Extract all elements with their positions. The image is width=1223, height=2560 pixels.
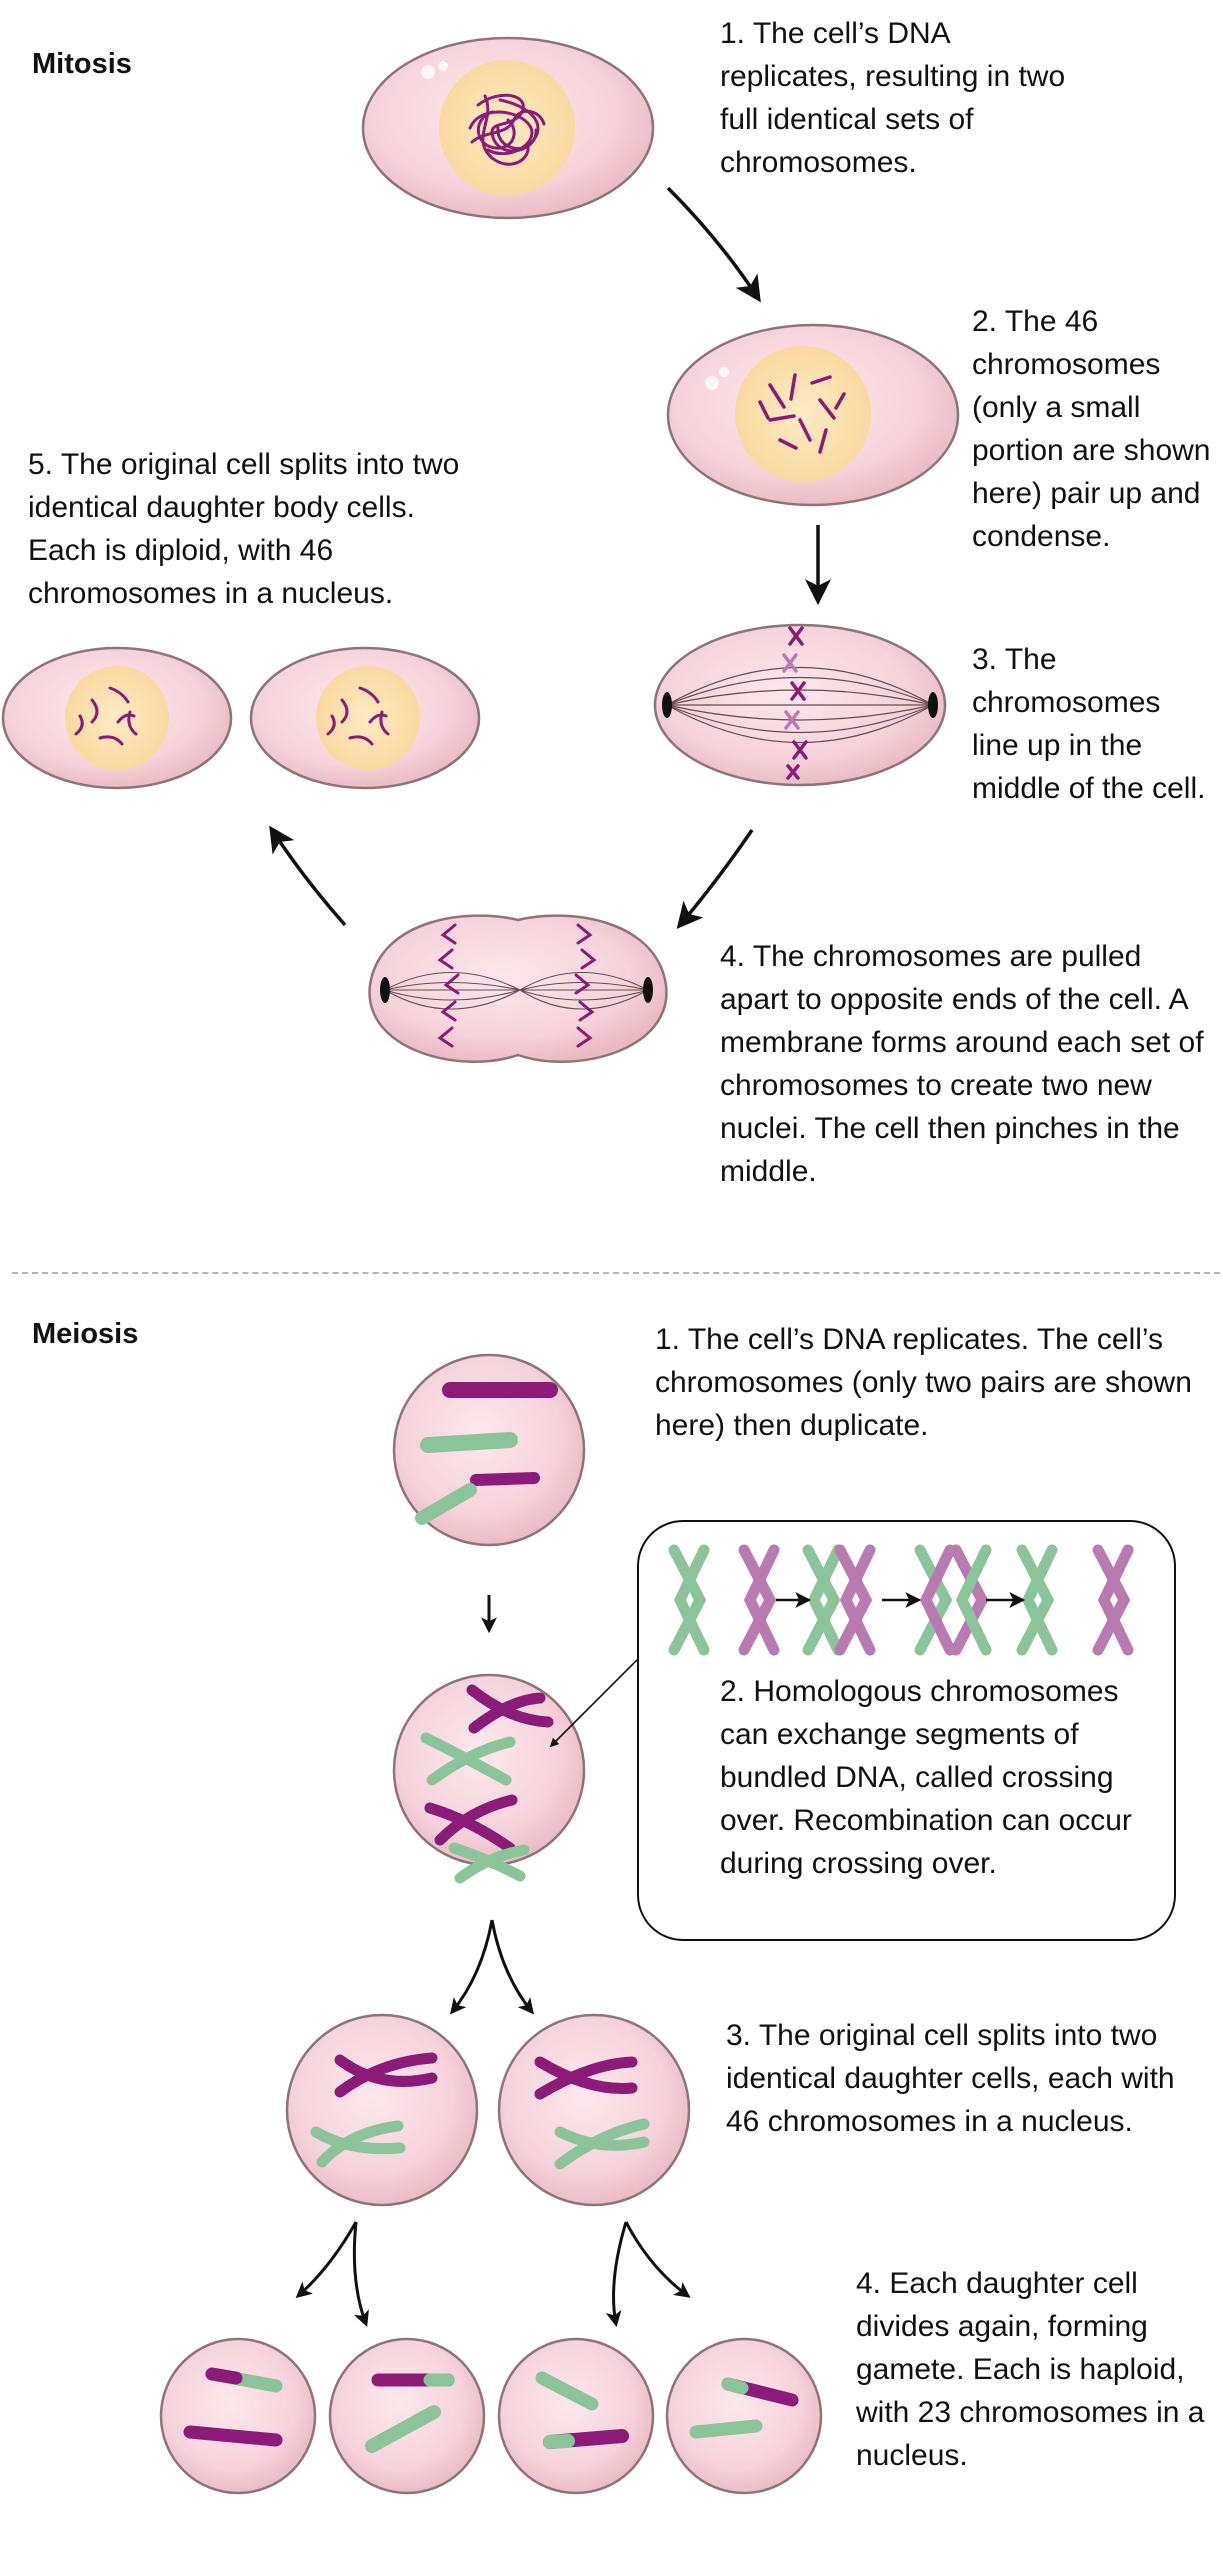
mitosis-step-4: 4. The chromosomes are pulled apart to o… [720, 940, 1204, 1188]
meiosis-cell-2 [392, 1673, 586, 1884]
mitosis-heading: Mitosis [32, 48, 132, 80]
aligned-chromosomes [782, 626, 808, 780]
meiosis-cell-1 [392, 1353, 586, 1547]
tangled-dna [468, 93, 546, 166]
mitosis-cell-3 [653, 623, 947, 787]
meiosis-cell-3-left [285, 2013, 479, 2207]
meiosis-step-1: 1. The cell’s DNA replicates. The cell’s… [655, 1323, 1192, 1442]
condensed-chromosomes [758, 373, 846, 454]
arrows-m2-to-m3 [449, 1919, 535, 2015]
meiosis-heading: Meiosis [32, 1318, 139, 1350]
mitosis-daughter-cell-left [1, 646, 233, 790]
meiosis-step-3: 3. The original cell splits into two ide… [726, 2019, 1175, 2138]
arrows-m3-to-m4 [295, 2221, 691, 2328]
arrow-step4-to-5 [269, 825, 347, 927]
mitosis-step-1: 1. The cell’s DNA replicates, resulting … [720, 17, 1066, 179]
mitosis-cell-1 [361, 36, 655, 220]
mitosis-step-2: 2. The 46 chromosomes (only a small port… [972, 305, 1211, 553]
arrow-step1-to-2 [666, 186, 761, 303]
mitosis-cell-2 [666, 323, 960, 507]
mitosis-daughter-cell-right [249, 646, 481, 790]
meiosis-step-2: 2. Homologous chromosomes can exchange s… [720, 1675, 1132, 1880]
section-divider [12, 1272, 1220, 1274]
crossing-over-callout [637, 1520, 1176, 1941]
meiosis-cell-3-right [497, 2013, 691, 2207]
callout-pointer [549, 1659, 638, 1748]
gamete-3 [497, 2337, 655, 2495]
mitosis-arrows [269, 186, 831, 929]
arrow-step3-to-4 [676, 829, 754, 929]
mitosis-step-3: 3. The chromosomes line up in the middle… [972, 643, 1206, 805]
gamete-1 [159, 2337, 317, 2495]
meiosis-step-4: 4. Each daughter cell divides again, for… [856, 2267, 1205, 2472]
mitosis-cell-4 [368, 914, 668, 1063]
gamete-2 [328, 2337, 486, 2495]
mitosis-step-5: 5. The original cell splits into two ide… [28, 448, 460, 610]
crossing-over-illustration [668, 1544, 1134, 1656]
gamete-4 [665, 2337, 823, 2495]
